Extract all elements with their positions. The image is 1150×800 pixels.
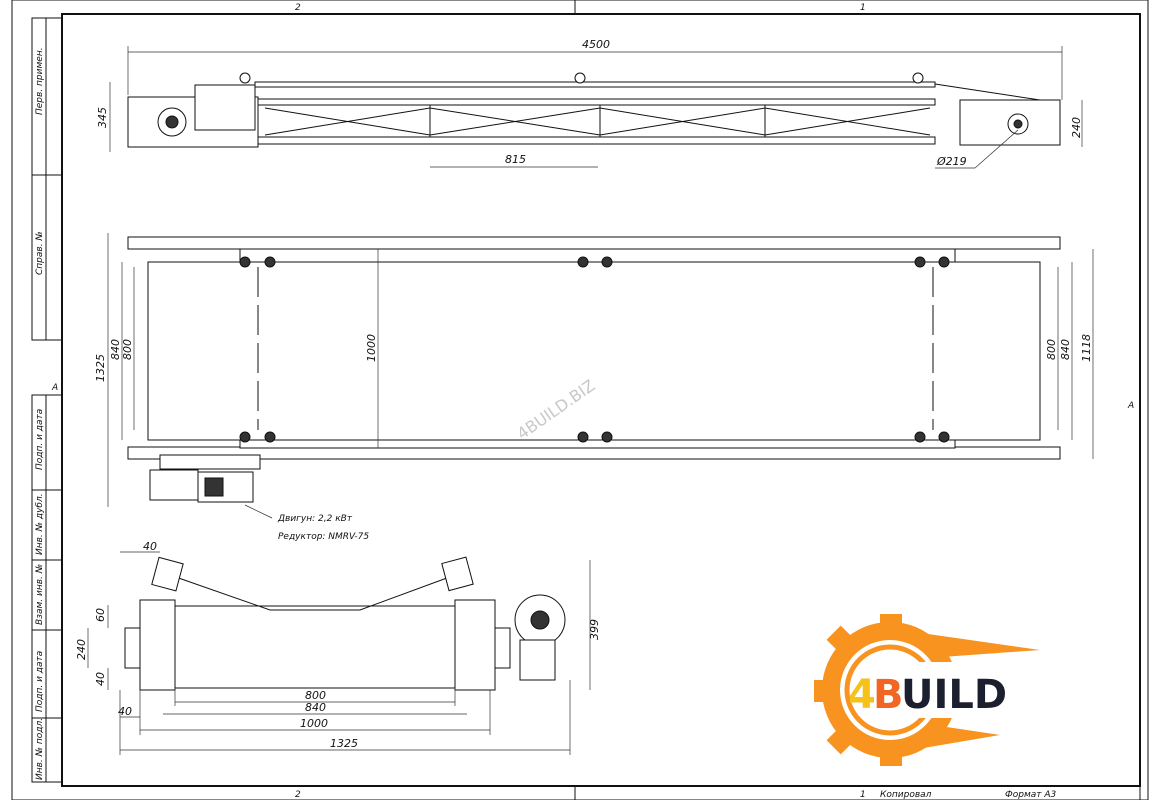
logo-4build: 4 B UILD <box>814 614 1040 766</box>
row-marker-right: A <box>1127 401 1134 411</box>
svg-text:4: 4 <box>848 672 876 718</box>
dim-60: 60 <box>94 608 107 622</box>
dim-1118: 1118 <box>1080 334 1093 362</box>
zone-top-2: 2 <box>295 3 301 13</box>
dim-240-end: 240 <box>75 639 88 660</box>
dim-800-right: 800 <box>1045 339 1058 360</box>
side-view: 4500 345 240 815 Ø219 <box>96 38 1083 169</box>
dim-800-left: 800 <box>121 339 134 360</box>
format-label: Формат А3 <box>1005 790 1057 800</box>
stamp-inv-podl: Инв. № подл. <box>35 718 45 780</box>
copied-label: Копировал <box>880 790 932 800</box>
dim-840-right: 840 <box>1059 339 1072 360</box>
dim-40-bottom: 40 <box>118 705 132 718</box>
zone-bottom-2: 2 <box>295 790 301 800</box>
dim-399: 399 <box>588 619 601 640</box>
stamp-inv-dubl: Инв. № дубл. <box>35 493 45 555</box>
dim-1325-end: 1325 <box>330 737 358 750</box>
stamp-vzam-inv: Взам. инв. № <box>35 564 45 625</box>
zone-top-1: 1 <box>860 3 866 13</box>
dim-40-top: 40 <box>143 540 157 553</box>
stamp-sprav: Справ. № <box>35 231 45 275</box>
zone-bottom-1: 1 <box>860 790 866 800</box>
row-marker-left: A <box>51 383 58 393</box>
dim-1325-plan: 1325 <box>94 354 107 382</box>
dim-1000: 1000 <box>365 334 378 362</box>
motor-note: Двигун: 2,2 кВт <box>277 514 353 524</box>
stamp-podp-data-2: Подп. и дата <box>35 651 45 712</box>
svg-text:B: B <box>873 672 904 718</box>
dim-4500: 4500 <box>582 38 610 51</box>
end-view: 40 60 240 40 399 40 800 840 1000 1325 <box>75 540 601 755</box>
stamp-perv-primen: Перв. примен. <box>35 47 45 115</box>
dim-pulley-diameter: Ø219 <box>936 155 967 168</box>
stamp-podp-data-1: Подп. и дата <box>35 409 45 470</box>
motor-gearbox <box>149 454 261 503</box>
dim-800-end: 800 <box>305 689 326 702</box>
dim-840-end: 840 <box>305 701 326 714</box>
gearbox-note: Редуктор: NMRV-75 <box>278 532 369 542</box>
dim-1000-end: 1000 <box>300 717 328 730</box>
dim-40-left: 40 <box>94 672 107 686</box>
dim-815: 815 <box>505 153 526 166</box>
plan-view: 1325 840 800 1000 800 840 1118 Двигун: 2… <box>94 233 1094 542</box>
outer-frame <box>11 0 1149 800</box>
dim-240-side: 240 <box>1070 117 1083 138</box>
svg-text:UILD: UILD <box>901 672 1007 718</box>
side-stamp: Перв. примен. Справ. № Подп. и дата Инв.… <box>31 17 63 783</box>
dim-345: 345 <box>96 107 109 128</box>
dim-840-left: 840 <box>109 339 122 360</box>
